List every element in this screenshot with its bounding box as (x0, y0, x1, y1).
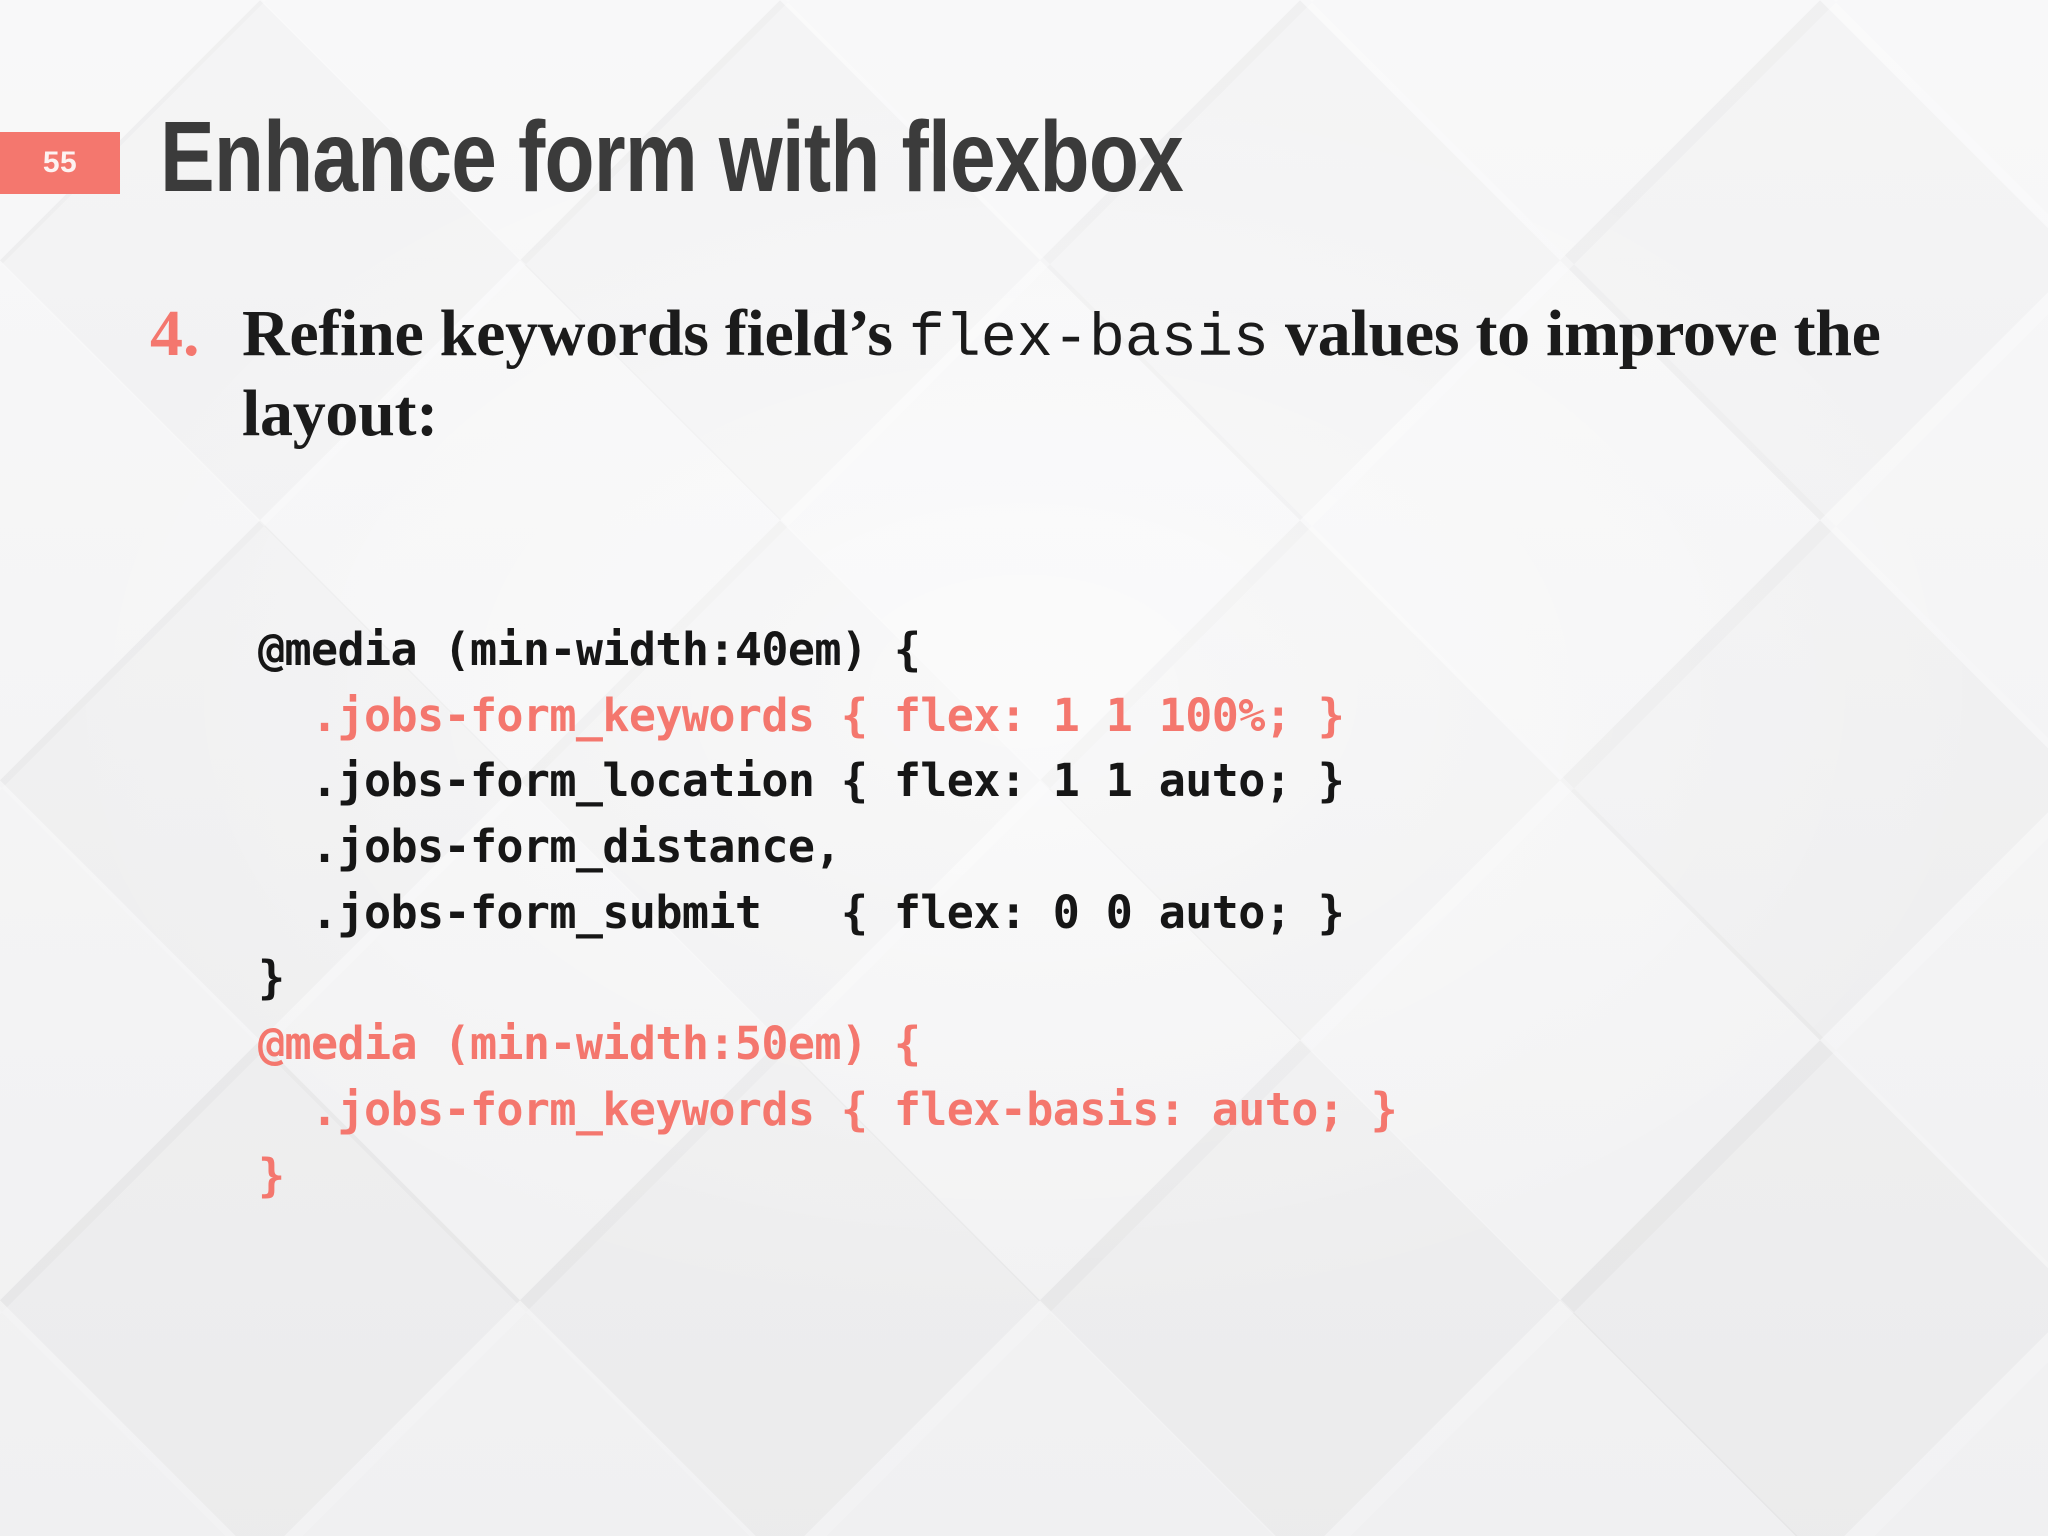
page-title: Enhance form with flexbox (160, 101, 1184, 213)
code-line-6: } (258, 951, 285, 1005)
code-line-2: .jobs-form_keywords { flex: 1 1 100%; } (258, 688, 1345, 742)
ordered-list-item: 4. Refine keywords field’s flex-basis va… (150, 296, 1958, 452)
code-line-3: .jobs-form_location { flex: 1 1 auto; } (258, 754, 1345, 808)
list-item-marker: 4. (150, 297, 200, 370)
code-line-9: } (258, 1148, 285, 1202)
slide-header: 55 Enhance form with flexbox (0, 101, 2048, 218)
list-text-lead: Refine keywords field’s (242, 297, 909, 370)
code-line-1: @media (min-width:40em) { (258, 623, 921, 676)
code-line-4: .jobs-form_distance, (258, 820, 841, 874)
page-number-badge: 55 (0, 132, 120, 194)
code-line-5: .jobs-form_submit { flex: 0 0 auto; } (258, 885, 1345, 939)
list-item-text: Refine keywords field’s flex-basis value… (242, 296, 1958, 452)
code-snippet: @media (min-width:40em) { .jobs-form_key… (258, 617, 1398, 1208)
list-text-trail: values to improve the layout: (242, 297, 1881, 450)
inline-code-flex-basis: flex-basis (908, 306, 1269, 374)
code-line-7: @media (min-width:50em) { (258, 1017, 921, 1071)
code-line-8: .jobs-form_keywords { flex-basis: auto; … (258, 1082, 1398, 1136)
